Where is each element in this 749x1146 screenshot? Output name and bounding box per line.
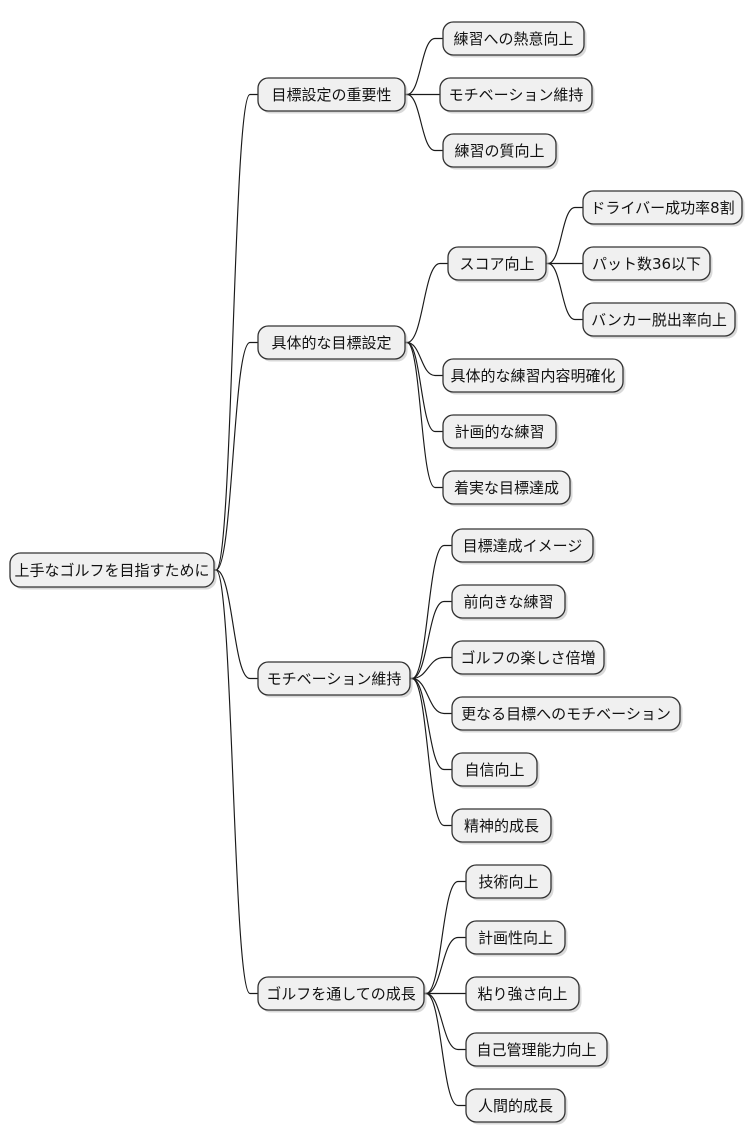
node-label: 自信向上: [464, 761, 524, 779]
node-label: 着実な目標達成: [454, 479, 559, 497]
node-box[interactable]: [442, 470, 571, 505]
node-box[interactable]: [451, 640, 605, 675]
mindmap-node-root[interactable]: 上手なゴルフを目指すために: [9, 552, 217, 590]
mindmap-node-leaf-bunker[interactable]: バンカー脱出率向上: [582, 302, 738, 339]
edge-connector: [404, 93, 444, 152]
edge-connector: [404, 37, 444, 96]
nodes-layer: 上手なゴルフを目指すために目標設定の重要性練習への熱意向上モチベーション維持練習…: [9, 21, 745, 1125]
node-box[interactable]: [439, 77, 593, 112]
mindmap-node-leaf-confidence[interactable]: 自信向上: [451, 752, 540, 789]
edge-connector: [409, 600, 453, 680]
mindmap-node-leaf-steady-goal[interactable]: 着実な目標達成: [442, 470, 573, 507]
edges-layer: [213, 37, 584, 1107]
edge-connector: [545, 262, 584, 321]
node-label: 計画性向上: [478, 929, 553, 947]
node-label: 具体的な練習内容明確化: [450, 367, 615, 385]
node-label: ゴルフの楽しさ倍増: [460, 649, 595, 667]
mindmap-node-leaf-skill-up[interactable]: 技術向上: [465, 864, 554, 901]
node-box[interactable]: [465, 864, 552, 899]
mindmap-node-leaf-enthusiasm[interactable]: 練習への熱意向上: [442, 21, 587, 58]
node-label: 上手なゴルフを目指すために: [14, 562, 209, 580]
node-label: ゴルフを通しての成長: [266, 985, 416, 1003]
node-label: 粘り強さ向上: [477, 985, 567, 1003]
edge-connector: [409, 677, 453, 827]
mindmap-node-leaf-mental-growth[interactable]: 精神的成長: [451, 808, 554, 845]
mindmap-node-leaf-further-motivation[interactable]: 更なる目標へのモチベーション: [451, 696, 683, 733]
node-box[interactable]: [582, 246, 711, 281]
node-box[interactable]: [465, 1088, 566, 1123]
node-label: 具体的な目標設定: [271, 334, 391, 352]
edge-connector: [409, 544, 453, 680]
node-box[interactable]: [257, 976, 425, 1011]
node-box[interactable]: [451, 696, 681, 731]
edge-connector: [213, 93, 259, 571]
edge-connector: [213, 569, 259, 680]
mindmap-node-branch-growth-through-golf[interactable]: ゴルフを通しての成長: [257, 976, 427, 1013]
node-box[interactable]: [465, 976, 580, 1011]
edge-connector: [404, 341, 444, 489]
node-box[interactable]: [451, 584, 566, 619]
mindmap-node-leaf-planned-practice[interactable]: 計画的な練習: [442, 414, 559, 451]
node-box[interactable]: [582, 190, 743, 225]
edge-connector: [423, 880, 467, 995]
node-label: 目標達成イメージ: [463, 537, 583, 555]
node-label: パット数36以下: [592, 255, 701, 273]
node-label: スコア向上: [459, 255, 534, 273]
edge-connector: [545, 206, 584, 265]
edge-connector: [409, 677, 453, 771]
node-label: 目標設定の重要性: [271, 86, 391, 104]
node-box[interactable]: [465, 920, 566, 955]
node-label: ドライバー成功率8割: [590, 199, 734, 217]
node-label: 計画的な練習: [454, 423, 544, 441]
edge-connector: [423, 992, 467, 1107]
node-box[interactable]: [451, 528, 594, 563]
mindmap-node-leaf-motivation-keep[interactable]: モチベーション維持: [439, 77, 595, 114]
node-box[interactable]: [442, 414, 557, 449]
edge-connector: [213, 569, 259, 995]
node-box[interactable]: [442, 21, 585, 56]
mindmap-node-branch-goal-importance[interactable]: 目標設定の重要性: [257, 77, 408, 114]
mindmap-node-leaf-goal-image[interactable]: 目標達成イメージ: [451, 528, 596, 565]
node-box[interactable]: [257, 77, 406, 112]
node-box[interactable]: [442, 358, 624, 393]
mindmap-node-leaf-self-management[interactable]: 自己管理能力向上: [465, 1032, 610, 1069]
edge-connector: [423, 936, 467, 995]
node-label: 自己管理能力向上: [476, 1041, 596, 1059]
node-box[interactable]: [9, 552, 215, 588]
mindmap-node-leaf-putt-36[interactable]: パット数36以下: [582, 246, 713, 283]
node-label: 技術向上: [478, 873, 538, 891]
mindmap-node-leaf-persistence[interactable]: 粘り強さ向上: [465, 976, 582, 1013]
node-label: 人間的成長: [478, 1097, 553, 1115]
mindmap-node-branch-concrete-goals[interactable]: 具体的な目標設定: [257, 325, 408, 362]
node-label: 精神的成長: [464, 817, 539, 835]
edge-connector: [213, 341, 259, 571]
node-box[interactable]: [465, 1032, 608, 1067]
mindmap-node-leaf-score-up[interactable]: スコア向上: [447, 246, 549, 283]
node-label: 練習の質向上: [454, 142, 544, 160]
mindmap-node-leaf-positive-practice[interactable]: 前向きな練習: [451, 584, 568, 621]
mindmap-node-leaf-human-growth[interactable]: 人間的成長: [465, 1088, 568, 1125]
mindmap-node-leaf-practice-quality[interactable]: 練習の質向上: [442, 133, 559, 170]
node-label: モチベーション維持: [449, 86, 584, 104]
node-box[interactable]: [442, 133, 557, 168]
node-box[interactable]: [447, 246, 547, 281]
node-box[interactable]: [451, 808, 552, 843]
node-label: モチベーション維持: [267, 670, 402, 688]
node-label: 更なる目標へのモチベーション: [461, 705, 671, 723]
node-box[interactable]: [257, 661, 411, 696]
node-label: 練習への熱意向上: [453, 30, 573, 48]
edge-connector: [404, 341, 444, 433]
mindmap-node-leaf-practice-content[interactable]: 具体的な練習内容明確化: [442, 358, 626, 395]
edge-connector: [404, 262, 449, 344]
node-label: 前向きな練習: [463, 593, 553, 611]
edge-connector: [423, 992, 467, 1051]
node-box[interactable]: [582, 302, 736, 337]
mindmap-node-branch-motivation[interactable]: モチベーション維持: [257, 661, 413, 698]
mindmap-node-leaf-fun-double[interactable]: ゴルフの楽しさ倍増: [451, 640, 607, 677]
node-label: バンカー脱出率向上: [591, 311, 727, 329]
mindmap-node-leaf-driver-80[interactable]: ドライバー成功率8割: [582, 190, 745, 227]
mindmap-node-leaf-planning-up[interactable]: 計画性向上: [465, 920, 568, 957]
node-box[interactable]: [257, 325, 406, 360]
node-box[interactable]: [451, 752, 538, 787]
